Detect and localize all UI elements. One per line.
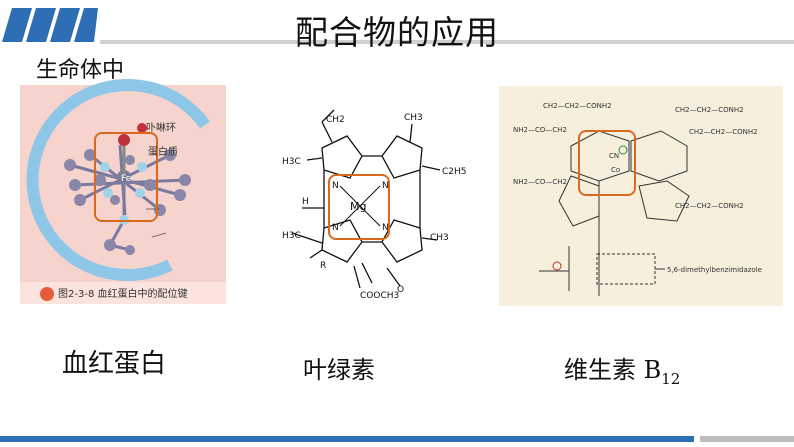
n-label-4: N	[382, 223, 389, 233]
header-divider	[100, 40, 794, 44]
b12-caption-main: 维生素 B	[564, 356, 662, 384]
porphyrin-ring-label: 卟啉环	[146, 123, 176, 134]
c2h5-label: C2H5	[442, 167, 467, 177]
n-label-2: N	[382, 181, 389, 191]
hemoglobin-caption: 血红蛋白	[62, 349, 167, 379]
chlorophyll-caption: 叶绿素	[303, 356, 375, 384]
mg-label: Mg	[350, 200, 366, 213]
section-label: 生命体中	[36, 58, 125, 83]
b12-chain-4: CH2—CH2—CONH2	[689, 128, 758, 136]
vinyl-label: CH2	[326, 115, 345, 125]
b12-caption: 维生素 B12	[564, 350, 680, 388]
b12-side-label: 5,6-dimethylbenzimidazole	[667, 266, 762, 274]
figure-caption-bar	[20, 282, 226, 304]
protein-label: 蛋白质	[148, 147, 178, 158]
b12-chain-6: CH2—CH2—CONH2	[675, 202, 744, 210]
hb-coordination-highlight	[94, 132, 158, 222]
cooch3-label: COOCH3	[360, 291, 399, 301]
h-label: H	[302, 197, 309, 207]
b12-chain-2: CH2—CH2—CONH2	[675, 106, 744, 114]
b12-chain-5: NH2—CO—CH2	[513, 178, 567, 186]
hb-metal-label: Fe	[121, 174, 132, 184]
b12-chain-3: NH2—CO—CH2	[513, 126, 567, 134]
hemoglobin-illustration: Fe	[26, 79, 210, 281]
b12-structure: CH2—CH2—CONH2 CH2—CH2—CONH2 NH2—CO—CH2 C…	[513, 102, 762, 296]
b12-cn-label: CN	[609, 152, 619, 160]
n-label-3: N	[332, 223, 339, 233]
b12-chain-1: CH2—CH2—CONH2	[543, 102, 612, 110]
chlorophyll-structure: CH2 CH3 H3C C2H5 H H3C R CH3 COOCH3 O N …	[282, 109, 467, 301]
chlorophyll-coordination-highlight	[328, 174, 390, 240]
ch3-label: CH3	[404, 113, 423, 123]
b12-coordination-highlight	[578, 130, 636, 196]
footer-bar-gray	[700, 436, 794, 442]
n-label-1: N	[332, 181, 339, 191]
page-title: 配合物的应用	[295, 13, 499, 52]
h3c-label-2: H3C	[282, 231, 301, 241]
b12-caption-subscript: 12	[661, 370, 681, 388]
b12-co-label: Co	[611, 166, 620, 174]
r-label: R	[320, 261, 326, 271]
header-stripes-decoration	[2, 8, 98, 42]
footer-bar	[0, 436, 694, 442]
o-label: O	[397, 285, 404, 295]
ch3-label-2: CH3	[430, 233, 449, 243]
h3c-label: H3C	[282, 157, 301, 167]
